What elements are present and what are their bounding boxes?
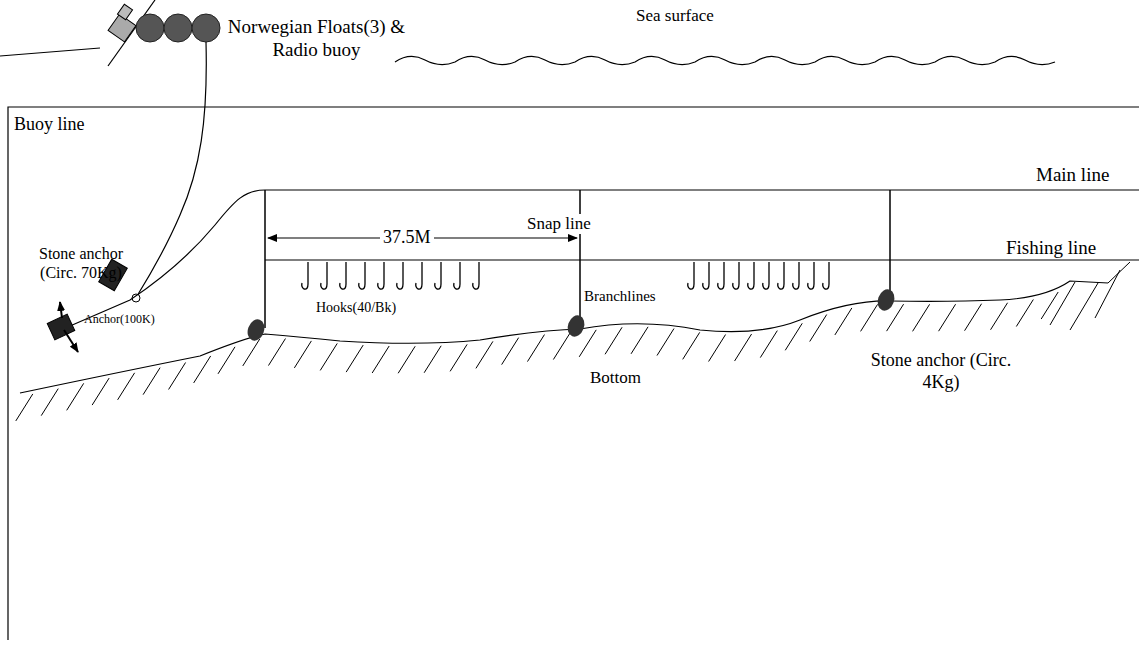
hatch-stroke bbox=[194, 356, 211, 383]
sea-bottom bbox=[1108, 262, 1130, 283]
hooks bbox=[302, 262, 829, 289]
hatch-stroke bbox=[527, 335, 544, 362]
hatch-stroke bbox=[810, 315, 827, 342]
sea-surface-wave bbox=[395, 56, 1055, 64]
stone-anchors bbox=[245, 287, 898, 343]
hatch-stroke bbox=[398, 346, 415, 373]
hatch-stroke bbox=[320, 343, 337, 370]
buoy-line bbox=[137, 42, 206, 296]
line-label: Main line bbox=[1036, 164, 1109, 187]
hook bbox=[416, 262, 422, 289]
hatch-stroke bbox=[502, 338, 519, 365]
sea-surface-line bbox=[0, 48, 100, 56]
bottom-hatching bbox=[16, 262, 1130, 421]
hook bbox=[688, 262, 694, 289]
hatch-stroke bbox=[939, 304, 956, 331]
hook bbox=[359, 262, 365, 289]
hatch-stroke bbox=[372, 346, 389, 373]
floats bbox=[136, 14, 220, 42]
hook bbox=[397, 262, 403, 289]
hook bbox=[340, 262, 346, 289]
anchor-label: Stone anchor (Circ. 70Kg) bbox=[22, 244, 140, 282]
hatch-stroke bbox=[16, 394, 33, 421]
hatch-stroke bbox=[346, 345, 363, 372]
hatch-stroke bbox=[553, 333, 570, 360]
hatch-stroke bbox=[41, 389, 58, 416]
hook bbox=[793, 262, 799, 289]
hatch-stroke bbox=[143, 368, 160, 395]
hook bbox=[302, 262, 308, 289]
hatch-stroke bbox=[913, 304, 930, 331]
snap-line bbox=[889, 190, 891, 298]
hatch-stroke bbox=[218, 347, 235, 374]
hatch-stroke bbox=[1016, 300, 1033, 327]
hatch-stroke bbox=[169, 362, 186, 389]
hatch-stroke bbox=[476, 341, 493, 368]
hatch-stroke bbox=[118, 373, 135, 400]
main-line bbox=[265, 189, 1139, 190]
anchor-stock bbox=[60, 302, 62, 318]
hatch-stroke bbox=[294, 341, 311, 368]
hook bbox=[473, 262, 479, 289]
snap-line bbox=[579, 190, 581, 324]
line-label: Fishing line bbox=[1006, 237, 1096, 260]
anchor-label: Anchor(100K) bbox=[84, 312, 155, 326]
hatch-stroke bbox=[1050, 282, 1075, 325]
hatch-stroke bbox=[1095, 270, 1120, 318]
anchor-label: Stone anchor (Circ. 4Kg) bbox=[866, 350, 1016, 393]
line-label: Buoy line bbox=[14, 114, 85, 136]
hook bbox=[748, 262, 754, 289]
hatch-stroke bbox=[268, 339, 285, 366]
hook bbox=[321, 262, 327, 289]
dimension-label: 37.5M bbox=[380, 227, 434, 249]
hook bbox=[435, 262, 441, 289]
hatch-stroke bbox=[1070, 283, 1098, 330]
hatch-stroke bbox=[424, 346, 441, 373]
hook bbox=[808, 262, 814, 289]
hatch-stroke bbox=[657, 329, 674, 356]
hatch-stroke bbox=[709, 335, 726, 362]
hatch-stroke bbox=[683, 332, 700, 359]
hook bbox=[454, 262, 460, 289]
branchline-label: Branchlines bbox=[584, 287, 656, 305]
hatch-stroke bbox=[991, 303, 1008, 330]
hook bbox=[718, 262, 724, 289]
fishing-line bbox=[265, 259, 1139, 260]
hooks-label: Hooks(40/Bk) bbox=[316, 300, 396, 317]
hook bbox=[763, 262, 769, 289]
snap-line bbox=[264, 190, 266, 328]
hatch-stroke bbox=[631, 327, 648, 354]
float-label: Norwegian Floats(3) & Radio buoy bbox=[214, 16, 419, 62]
hatch-stroke bbox=[92, 378, 109, 405]
hook bbox=[778, 262, 784, 289]
hatch-stroke bbox=[861, 304, 878, 331]
hook bbox=[733, 262, 739, 289]
hatch-stroke bbox=[760, 331, 777, 358]
hook bbox=[823, 262, 829, 289]
frame bbox=[8, 107, 1139, 640]
hook bbox=[378, 262, 384, 289]
hatch-stroke bbox=[835, 308, 852, 335]
hatch-stroke bbox=[67, 383, 84, 410]
anchor-fluke bbox=[64, 330, 78, 352]
line-label: Snap line bbox=[524, 214, 594, 234]
hatch-stroke bbox=[579, 330, 596, 357]
sea-bottom bbox=[20, 281, 1108, 393]
hatch-stroke bbox=[785, 323, 802, 350]
hatch-stroke bbox=[735, 334, 752, 361]
hatch-stroke bbox=[450, 344, 467, 371]
hatch-stroke bbox=[965, 304, 982, 331]
hatch-stroke bbox=[605, 327, 622, 354]
hatch-stroke bbox=[243, 339, 260, 366]
bottom-label: Bottom bbox=[590, 368, 641, 388]
hook bbox=[703, 262, 709, 289]
surface-label: Sea surface bbox=[636, 6, 714, 26]
